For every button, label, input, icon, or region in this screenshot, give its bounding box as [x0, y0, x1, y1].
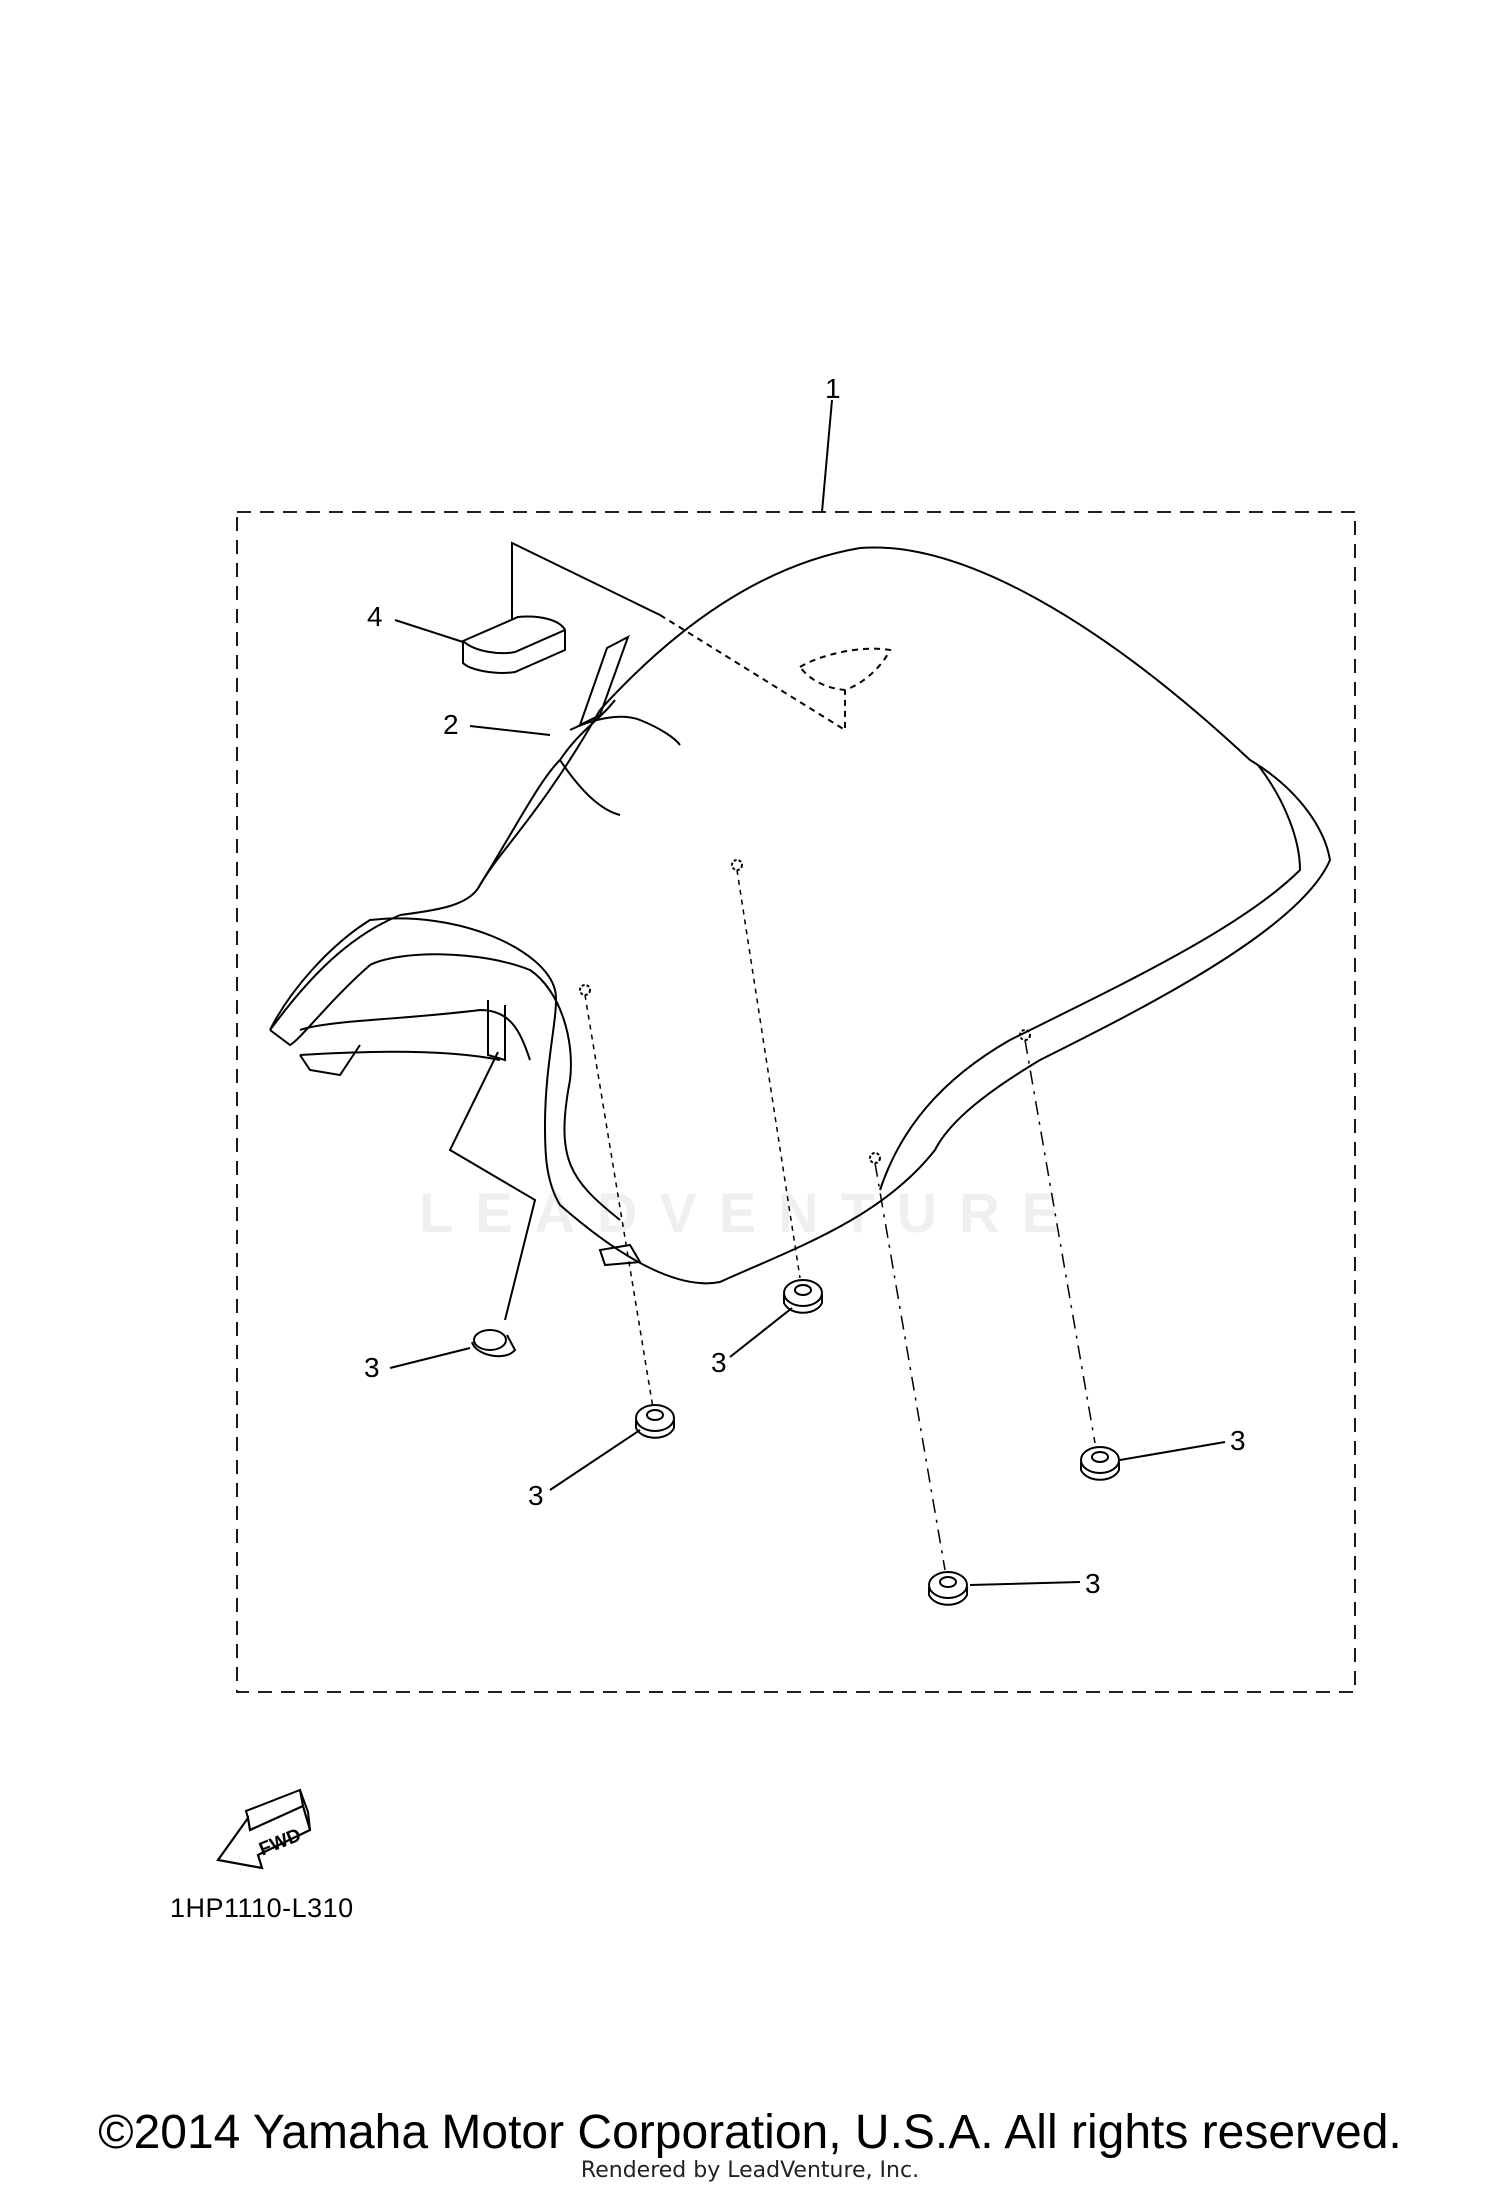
seat-base-bracket: [487, 1000, 506, 1062]
seat-base-frame: [269, 953, 621, 1221]
seat-strap: [578, 634, 630, 727]
mount-hole-a: [731, 859, 743, 871]
seat-base-inner-2: [299, 1050, 501, 1061]
assembly-boundary: [236, 511, 1356, 1693]
copyright-notice: ©2014 Yamaha Motor Corporation, U.S.A. A…: [98, 2106, 1402, 2159]
install-line-b: [584, 994, 654, 1409]
seat-emblem-outline: [798, 647, 892, 692]
seat-base-inner: [299, 1008, 531, 1061]
diagram-reference-code: 1HP1110-L310: [170, 1893, 354, 1923]
leader-2: [469, 725, 551, 736]
seat-side-panel: [399, 709, 601, 916]
part-4-pad: [462, 615, 566, 674]
leader-3a: [389, 1347, 471, 1369]
install-line-d: [1024, 1039, 1096, 1444]
leader-4: [394, 619, 464, 643]
seat-strap-lower: [559, 759, 621, 816]
callout-3-label-d: 3: [1230, 1425, 1246, 1456]
grommet-4: [1080, 1446, 1120, 1481]
grommet-3: [635, 1404, 675, 1439]
leader-1: [821, 399, 833, 513]
part-4-mount-line: [511, 541, 661, 620]
seat-rear-tab: [598, 1243, 642, 1267]
grommet-2: [783, 1279, 823, 1314]
callout-4-label: 4: [367, 601, 383, 632]
grommet-5: [928, 1571, 968, 1606]
seat-strap-curve: [569, 715, 681, 746]
callout-3-label-b: 3: [711, 1347, 727, 1378]
part-4-dash-line: [659, 614, 846, 732]
install-line-a: [736, 869, 801, 1279]
seat-front-edge: [269, 914, 401, 1031]
install-line-c: [874, 1162, 946, 1571]
leader-3c: [549, 1429, 641, 1491]
rendered-by-notice: Rendered by LeadVenture, Inc.: [580, 2158, 920, 2183]
callout-3-label-e: 3: [1085, 1568, 1101, 1599]
callout-3-label-c: 3: [528, 1480, 544, 1511]
seat-base-hook: [299, 1044, 361, 1077]
mount-hole-c: [869, 1152, 881, 1164]
seat-side-panel-upper: [479, 699, 616, 886]
leader-3b: [729, 1307, 793, 1358]
mount-hole-b: [579, 984, 591, 996]
seat-rear-cushion-edge: [879, 764, 1302, 1191]
callout-2-label: 2: [443, 709, 459, 740]
part-4-pad-edge: [462, 629, 566, 655]
leader-3d: [1119, 1441, 1226, 1461]
seat-outline: [269, 546, 1332, 1285]
callout-3-label-a: 3: [364, 1352, 380, 1383]
install-line-e: [448, 1051, 537, 1321]
fwd-arrow-icon: [216, 1788, 312, 1870]
grommet-1: [471, 1329, 517, 1358]
callout-1-label: 1: [825, 373, 841, 404]
fwd-label: FWD: [256, 1825, 304, 1861]
leader-3e: [969, 1581, 1081, 1586]
